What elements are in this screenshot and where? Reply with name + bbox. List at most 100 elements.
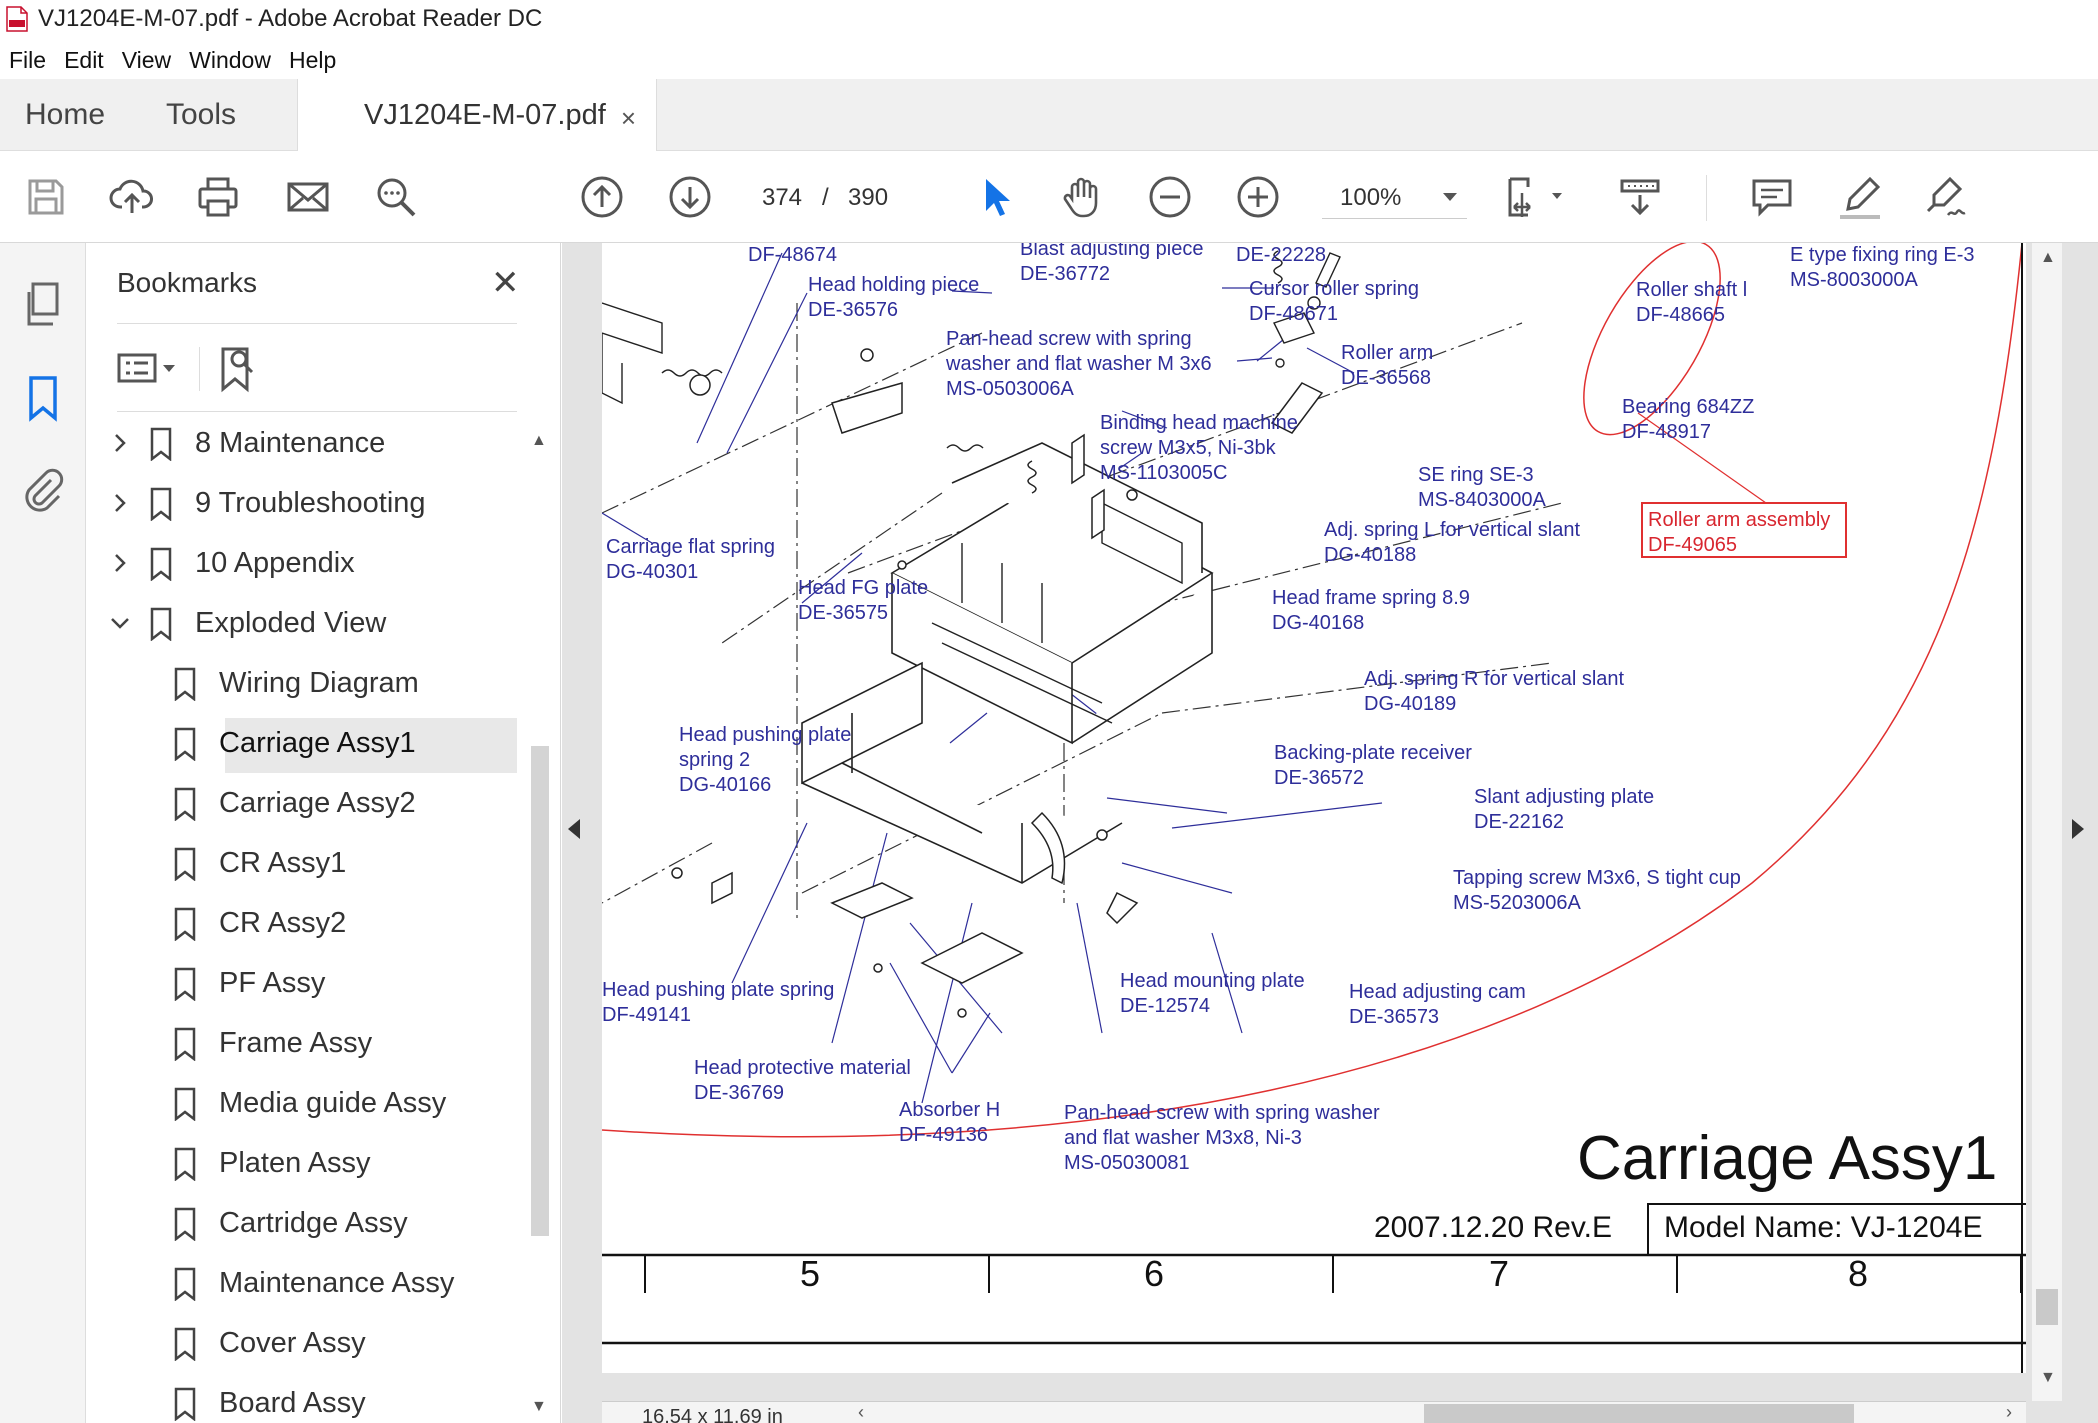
scrollbar-thumb[interactable] — [531, 746, 549, 1236]
bookmark-item[interactable]: 9 Troubleshooting — [87, 478, 517, 528]
bookmark-item[interactable]: Carriage Assy2 — [87, 778, 517, 828]
bookmark-item[interactable]: 8 Maintenance — [87, 418, 517, 468]
bookmark-item[interactable]: Wiring Diagram — [87, 658, 517, 708]
callout-roller-arm-assembly: Roller arm assembly DF-49065 — [1648, 509, 1831, 556]
bookmark-icon — [174, 1387, 196, 1421]
bookmark-icon — [174, 847, 196, 881]
bookmark-panel-icon[interactable] — [18, 373, 68, 423]
cloud-upload-icon[interactable] — [106, 171, 158, 223]
small-parts — [671, 348, 1324, 1018]
callout-head-fg-plate: Head FG plate DE-36575 — [798, 577, 929, 624]
callout-head-holding-piece: Head holding piece DE-36576 — [808, 274, 980, 321]
bookmark-item[interactable]: Frame Assy — [87, 1018, 517, 1068]
callout-roller-arm: Roller arm DE-36568 — [1341, 342, 1434, 389]
exploded-boundary-curve — [602, 243, 2023, 1138]
menu-help[interactable]: Help — [288, 46, 337, 73]
bookmark-item[interactable]: Board Assy — [87, 1378, 517, 1423]
tab-tools[interactable]: Tools — [166, 98, 237, 131]
scroll-up-icon[interactable]: ▲ — [531, 432, 547, 449]
scroll-right-icon[interactable]: › — [2006, 1402, 2012, 1422]
bookmark-item[interactable]: CR Assy2 — [87, 898, 517, 948]
menu-edit[interactable]: Edit — [64, 46, 104, 73]
bookmark-item[interactable]: Maintenance Assy — [87, 1258, 517, 1308]
chevron-down-icon[interactable] — [107, 610, 133, 636]
column-number: 7 — [1489, 1253, 1510, 1294]
bookmark-item[interactable]: PF Assy — [87, 958, 517, 1008]
roller-arm-highlight-ellipse — [1583, 243, 1721, 436]
tools-divider — [199, 347, 200, 391]
menu-window[interactable]: Window — [189, 46, 271, 73]
callout-tapping-screw: Tapping screw M3x6, S tight cup MS-52030… — [1453, 867, 1741, 914]
bookmark-label: 10 Appendix — [195, 546, 355, 579]
zoom-level-select[interactable]: 100% — [1322, 177, 1467, 219]
bookmark-icon — [174, 907, 196, 941]
select-tool-icon[interactable] — [970, 171, 1022, 223]
scrollbar-thumb[interactable] — [2036, 1289, 2058, 1325]
highlight-pen-icon[interactable] — [1834, 171, 1886, 223]
document-vertical-scrollbar[interactable]: ▲ ▼ — [2032, 243, 2062, 1401]
chevron-right-icon[interactable] — [107, 550, 133, 576]
tab-document[interactable]: VJ1204E-M-07.pdf × — [297, 79, 657, 152]
horizontal-scrollbar-thumb[interactable] — [1424, 1404, 1854, 1423]
pdf-page: DF-48674 Head holding piece DE-36576 Bla… — [602, 243, 2026, 1373]
bookmark-item[interactable]: Exploded View — [87, 598, 517, 648]
sign-icon[interactable] — [1920, 171, 1972, 223]
new-bookmark-icon[interactable] — [217, 343, 261, 393]
previous-page-arrow-icon[interactable] — [568, 819, 580, 839]
callout-head-mounting-plate: Head mounting plate DE-12574 — [1120, 970, 1305, 1017]
menu-view[interactable]: View — [121, 46, 172, 73]
callout-se-ring: SE ring SE-3 MS-8403000A — [1418, 464, 1546, 511]
document-tab-label: VJ1204E-M-07.pdf — [364, 99, 606, 131]
hand-tool-icon[interactable] — [1056, 171, 1108, 223]
scroll-mode-icon[interactable] — [1614, 171, 1666, 223]
scroll-down-icon[interactable]: ▼ — [531, 1398, 547, 1415]
chevron-right-icon[interactable] — [107, 490, 133, 516]
bookmark-item[interactable]: 10 Appendix — [87, 538, 517, 588]
callout-carriage-flat-spring: Carriage flat spring DG-40301 — [606, 536, 775, 583]
comment-icon[interactable] — [1746, 171, 1798, 223]
bookmark-options-icon[interactable] — [117, 343, 187, 393]
tab-bar: Home Tools VJ1204E-M-07.pdf × — [0, 79, 2098, 152]
bookmark-icon — [150, 547, 172, 581]
save-icon[interactable] — [20, 171, 72, 223]
zoom-out-icon[interactable] — [1144, 171, 1196, 223]
scroll-down-icon[interactable]: ▼ — [2040, 1369, 2056, 1386]
callout-head-frame-spring: Head frame spring 8.9 DG-40168 — [1272, 587, 1470, 634]
email-icon[interactable] — [282, 171, 334, 223]
bookmark-item[interactable]: Platen Assy — [87, 1138, 517, 1188]
close-tab-icon[interactable]: × — [620, 103, 636, 133]
bookmarks-title: Bookmarks — [117, 267, 258, 298]
bookmark-label: CR Assy2 — [219, 906, 347, 939]
bookmark-label: PF Assy — [219, 966, 326, 999]
exploded-view-drawing — [602, 243, 2026, 1373]
bookmarks-scrollbar[interactable]: ▲ ▼ — [521, 418, 551, 1423]
search-icon[interactable] — [370, 171, 422, 223]
bookmark-label: 9 Troubleshooting — [195, 486, 426, 519]
bookmark-item[interactable]: Media guide Assy — [87, 1078, 517, 1128]
next-page-arrow-icon[interactable] — [2072, 819, 2084, 839]
bookmark-item[interactable]: CR Assy1 — [87, 838, 517, 888]
scroll-up-icon[interactable]: ▲ — [2040, 249, 2056, 266]
zoom-value: 100% — [1340, 183, 1402, 211]
close-panel-icon[interactable]: ✕ — [491, 264, 520, 302]
zoom-in-icon[interactable] — [1232, 171, 1284, 223]
attachments-icon[interactable] — [18, 465, 68, 515]
bookmark-item[interactable]: Cartridge Assy — [87, 1198, 517, 1248]
page-number-input[interactable]: 374 — [761, 184, 803, 211]
print-icon[interactable] — [192, 171, 244, 223]
callout-slant-adjusting-plate: Slant adjusting plate DE-22162 — [1474, 786, 1655, 833]
fit-page-icon[interactable] — [1502, 171, 1574, 223]
document-viewport[interactable]: DF-48674 Head holding piece DE-36576 Bla… — [562, 243, 2098, 1423]
page-size-text: 16.54 x 11.69 in — [642, 1406, 783, 1423]
next-page-icon[interactable] — [664, 171, 716, 223]
scroll-left-icon[interactable]: ‹ — [858, 1402, 864, 1422]
previous-page-icon[interactable] — [576, 171, 628, 223]
menu-file[interactable]: File — [9, 46, 47, 73]
page-thumbnails-icon[interactable] — [18, 279, 68, 329]
bookmark-tree: 8 Maintenance 9 Troubleshooting 10 Appendi… — [87, 418, 517, 1423]
tab-home[interactable]: Home — [25, 98, 106, 131]
bookmark-item[interactable]: Carriage Assy1 — [87, 718, 517, 773]
column-number: 5 — [800, 1253, 821, 1294]
bookmark-item[interactable]: Cover Assy — [87, 1318, 517, 1368]
chevron-right-icon[interactable] — [107, 430, 133, 456]
